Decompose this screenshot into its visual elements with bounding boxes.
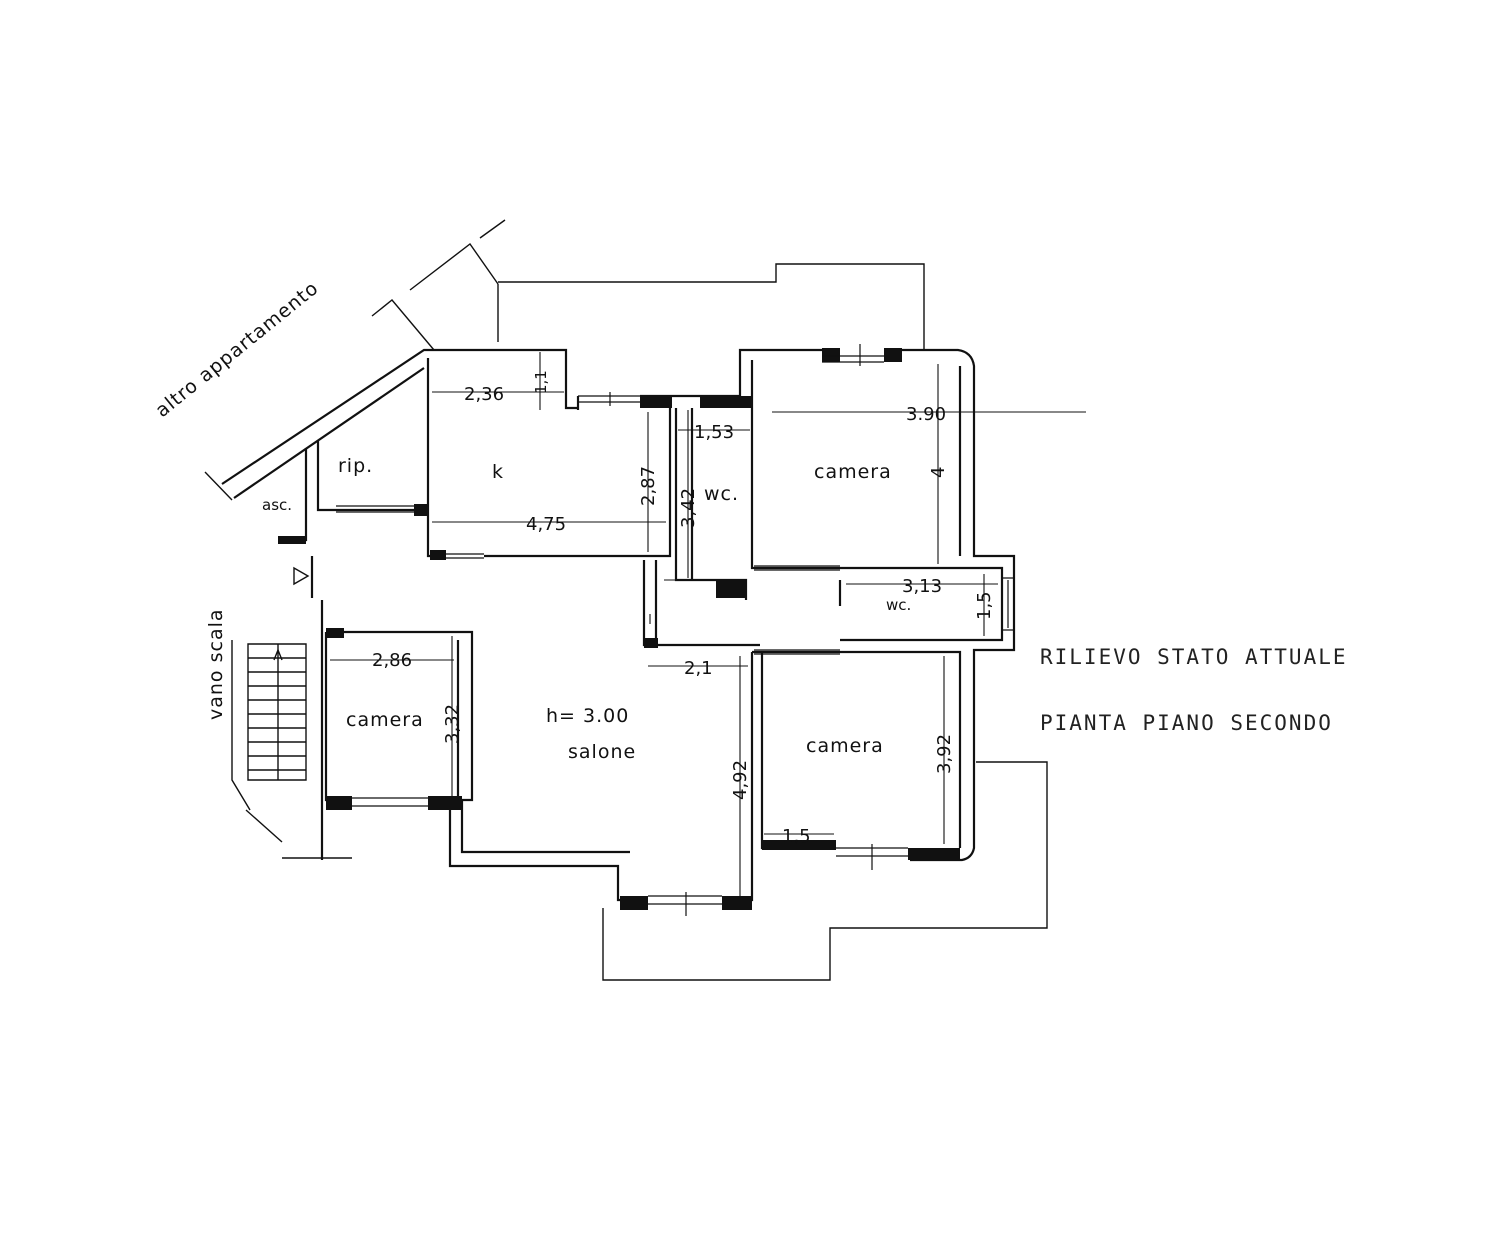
label-height: h= 3.00 bbox=[546, 705, 629, 727]
dim-room-br-width: 1,5 bbox=[782, 826, 811, 847]
dim-wc-mid-width: 3,13 bbox=[902, 576, 942, 597]
dim-living-depth: 4,92 bbox=[730, 760, 751, 800]
dim-wc-top-depth: 3,42 bbox=[678, 488, 699, 528]
dim-kitchen-depth: 2,87 bbox=[638, 466, 659, 506]
windows bbox=[336, 344, 1015, 916]
terrace-outlines bbox=[498, 263, 1048, 981]
walls bbox=[221, 348, 1016, 902]
dim-room-br-depth: 3,92 bbox=[934, 734, 955, 774]
wall-blocks bbox=[278, 348, 960, 910]
label-room-left: camera bbox=[346, 709, 424, 731]
dimension-lines bbox=[330, 352, 1086, 896]
title-line-2: PIANTA PIANO SECONDO bbox=[1040, 711, 1333, 735]
dim-wc-mid-depth: 1,5 bbox=[974, 591, 995, 620]
label-kitchen: k bbox=[492, 461, 504, 483]
dim-living-width: 2,1 bbox=[684, 658, 713, 679]
dim-room-tr-depth: 4 bbox=[928, 467, 949, 478]
label-storage: rip. bbox=[338, 455, 373, 477]
stairs bbox=[231, 566, 352, 859]
dim-kitchen-width-bottom: 4,75 bbox=[526, 514, 566, 535]
dim-kitchen-width-top: 2,36 bbox=[464, 384, 504, 405]
label-living: salone bbox=[568, 741, 636, 763]
title-block: RILIEVO STATO ATTUALE PIANTA PIANO SECON… bbox=[1040, 645, 1348, 735]
dim-kitchen-small: 1,1 bbox=[532, 370, 550, 394]
dim-room-tr-width: 3.90 bbox=[906, 404, 946, 425]
label-other-apartment: altro appartamento bbox=[151, 277, 323, 422]
dim-room-left-width: 2,86 bbox=[372, 650, 412, 671]
other-apartment-outline bbox=[204, 219, 506, 501]
title-line-1: RILIEVO STATO ATTUALE bbox=[1040, 645, 1348, 669]
label-room-top-right: camera bbox=[814, 461, 892, 483]
label-stairwell: vano scala bbox=[205, 608, 227, 720]
dim-wc-top-width: 1,53 bbox=[694, 422, 734, 443]
dimension-values: 2,36 1,1 4,75 2,87 1,53 3,42 3.90 4 3,13… bbox=[372, 370, 995, 847]
label-wc-top: wc. bbox=[704, 483, 739, 505]
dim-room-left-depth: 3,32 bbox=[442, 704, 463, 744]
label-wc-mid: wc. bbox=[886, 596, 911, 614]
label-elevator: asc. bbox=[262, 496, 292, 514]
label-room-bottom-right: camera bbox=[806, 735, 884, 757]
